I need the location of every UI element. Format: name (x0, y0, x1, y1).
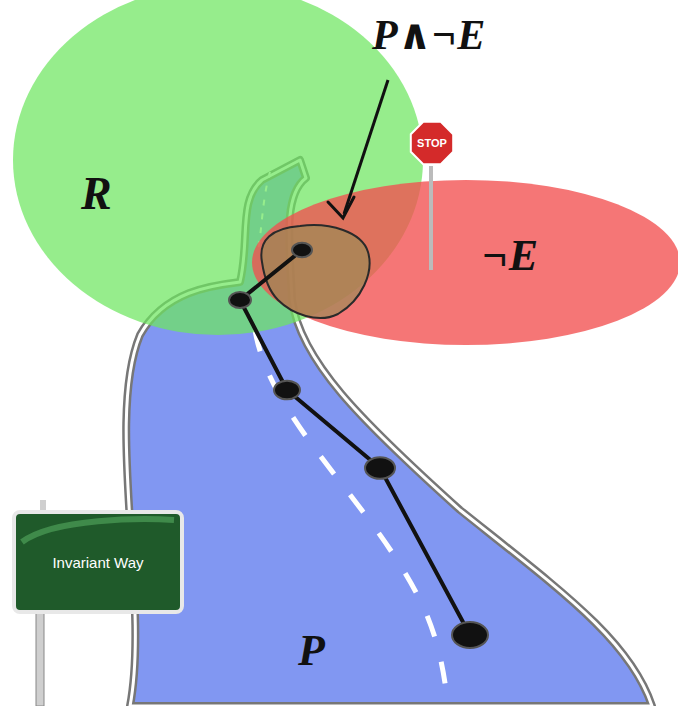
formula-label: P∧¬E (372, 12, 485, 58)
node-text: STOP (417, 137, 447, 149)
state-dot (292, 243, 312, 257)
leader-line (344, 80, 388, 214)
node-text: R (81, 168, 112, 219)
state-dot (365, 457, 395, 479)
street-sign: Invariant Way (14, 512, 182, 612)
text-holder: ¬E (482, 230, 538, 281)
text-holder: P (298, 625, 325, 676)
stop-pole (429, 166, 433, 270)
trace-path (240, 250, 470, 635)
state-dot (229, 292, 251, 308)
node-text: Invariant Way (52, 554, 143, 571)
node-text: P (298, 626, 325, 675)
state-dot (274, 381, 300, 400)
sign-post (36, 600, 44, 706)
leader-arrowhead (328, 197, 354, 218)
text-holder: P∧¬E (372, 10, 485, 59)
state-dot (452, 622, 488, 648)
stop-sign: STOP (409, 120, 455, 166)
text-holder: R (81, 167, 112, 220)
node-text: ¬E (482, 231, 538, 280)
